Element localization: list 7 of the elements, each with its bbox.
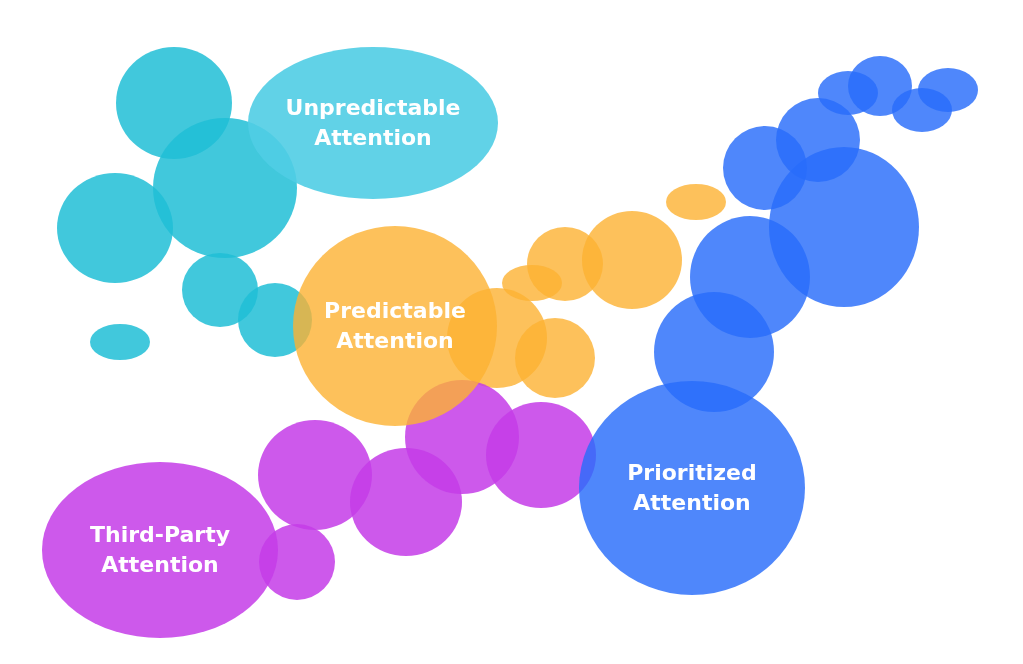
bubble xyxy=(666,184,726,220)
labeled-bubble: Prioritized Attention xyxy=(579,381,805,595)
bubble xyxy=(90,324,150,360)
labeled-bubble: Third-Party Attention xyxy=(42,462,278,638)
labeled-bubble: Unpredictable Attention xyxy=(248,47,498,199)
bubble xyxy=(918,68,978,112)
labeled-bubble: Predictable Attention xyxy=(293,226,497,426)
